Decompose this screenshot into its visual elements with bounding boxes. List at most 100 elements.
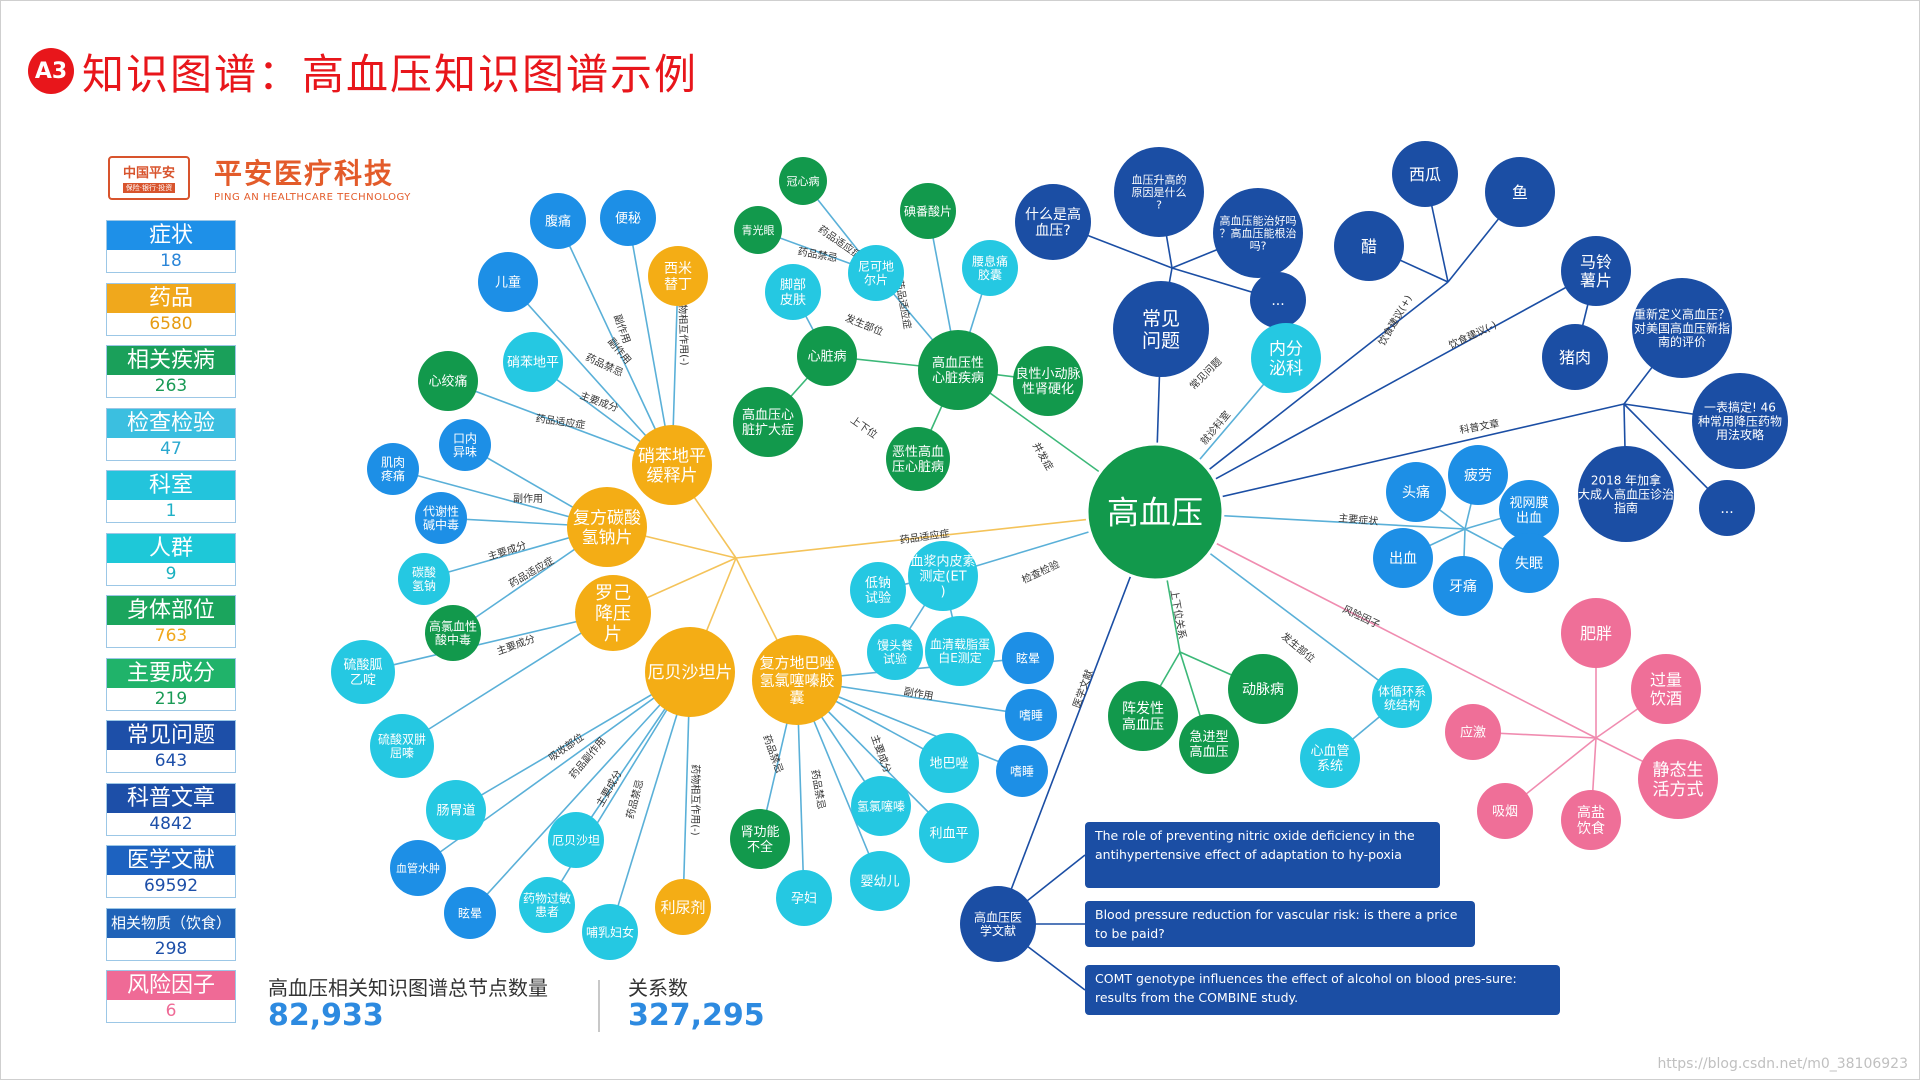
node-circle[interactable] xyxy=(918,330,998,410)
literature-box[interactable]: COMT genotype influences the effect of a… xyxy=(1085,965,1560,1015)
node-circle[interactable] xyxy=(752,635,842,725)
node-circle[interactable] xyxy=(850,851,910,911)
node-circle[interactable] xyxy=(600,190,656,246)
node-circle[interactable] xyxy=(960,886,1036,962)
node-circle[interactable] xyxy=(867,624,923,680)
node-circle[interactable] xyxy=(1373,528,1433,588)
node-xuanyun2[interactable]: 眩晕 xyxy=(1002,632,1054,684)
node-circle[interactable] xyxy=(439,419,491,471)
node-circle[interactable] xyxy=(648,246,708,306)
node-circle[interactable] xyxy=(1114,147,1204,237)
node-circle[interactable] xyxy=(1638,739,1718,819)
node-circle[interactable] xyxy=(900,183,956,239)
node-shishui2[interactable]: 嗜睡 xyxy=(996,745,1048,797)
node-circle[interactable] xyxy=(1213,188,1303,278)
node-circle[interactable] xyxy=(908,541,978,611)
node-circle[interactable] xyxy=(1692,373,1788,469)
node-circle[interactable] xyxy=(1477,783,1533,839)
node-circle[interactable] xyxy=(734,206,782,254)
literature-box[interactable]: The role of preventing nitric oxide defi… xyxy=(1085,822,1440,888)
node-circle[interactable] xyxy=(530,193,586,249)
node-bianmi[interactable]: 便秘 xyxy=(600,190,656,246)
node-feipang[interactable]: 肥胖 xyxy=(1561,598,1631,668)
node-circle[interactable] xyxy=(1002,632,1054,684)
node-circle[interactable] xyxy=(776,870,832,926)
node-circle[interactable] xyxy=(919,733,979,793)
node-fuqian[interactable]: 腹痛 xyxy=(530,193,586,249)
node-circle[interactable] xyxy=(370,714,434,778)
node-circle[interactable] xyxy=(1433,556,1493,616)
node-circle[interactable] xyxy=(1699,480,1755,536)
node-circle[interactable] xyxy=(1085,442,1225,582)
node-circle[interactable] xyxy=(1632,278,1732,378)
literature-box[interactable]: Blood pressure reduction for vascular ri… xyxy=(1085,901,1475,947)
node-circle[interactable] xyxy=(779,157,827,205)
node-circle[interactable] xyxy=(886,427,950,491)
node-dongmai[interactable]: 动脉病 xyxy=(1228,654,1298,724)
node-diuretic[interactable]: 利尿剂 xyxy=(655,879,711,935)
node-circle[interactable] xyxy=(1250,272,1306,328)
node-circle[interactable] xyxy=(503,332,563,392)
node-circle[interactable] xyxy=(765,264,821,320)
node-yinger[interactable]: 婴幼儿 xyxy=(850,851,910,911)
node-circle[interactable] xyxy=(1300,728,1360,788)
node-circle[interactable] xyxy=(519,877,575,933)
node-circle[interactable] xyxy=(797,326,857,386)
node-yatong[interactable]: 牙痛 xyxy=(1433,556,1493,616)
node-shishui[interactable]: 嗜睡 xyxy=(1005,689,1057,741)
node-shimian[interactable]: 失眠 xyxy=(1499,533,1559,593)
node-circle[interactable] xyxy=(1015,184,1091,260)
node-circle[interactable] xyxy=(1392,141,1458,207)
node-circle[interactable] xyxy=(632,425,712,505)
node-circle[interactable] xyxy=(1499,480,1559,540)
node-circle[interactable] xyxy=(425,605,481,661)
node-circle[interactable] xyxy=(398,553,450,605)
node-circle[interactable] xyxy=(1578,446,1674,542)
node-dianmei[interactable]: 碘番酸片 xyxy=(900,183,956,239)
node-circle[interactable] xyxy=(1013,346,1083,416)
node-circle[interactable] xyxy=(367,443,419,495)
node-yu[interactable]: 鱼 xyxy=(1485,157,1555,227)
node-toutong[interactable]: 头痛 xyxy=(1386,462,1446,522)
node-xinzang[interactable]: 心脏病 xyxy=(797,326,857,386)
node-circle[interactable] xyxy=(1228,654,1298,724)
node-dibaxing[interactable]: 地巴唑 xyxy=(919,733,979,793)
node-circle[interactable] xyxy=(418,351,478,411)
node-circle[interactable] xyxy=(1108,681,1178,751)
node-circle[interactable] xyxy=(848,245,904,301)
node-circle[interactable] xyxy=(1113,281,1209,377)
node-circle[interactable] xyxy=(733,387,803,457)
node-changjian[interactable]: 常见问题 xyxy=(1113,281,1209,377)
node-circle[interactable] xyxy=(1334,211,1404,281)
node-circle[interactable] xyxy=(655,879,711,935)
node-circle[interactable] xyxy=(390,840,446,896)
